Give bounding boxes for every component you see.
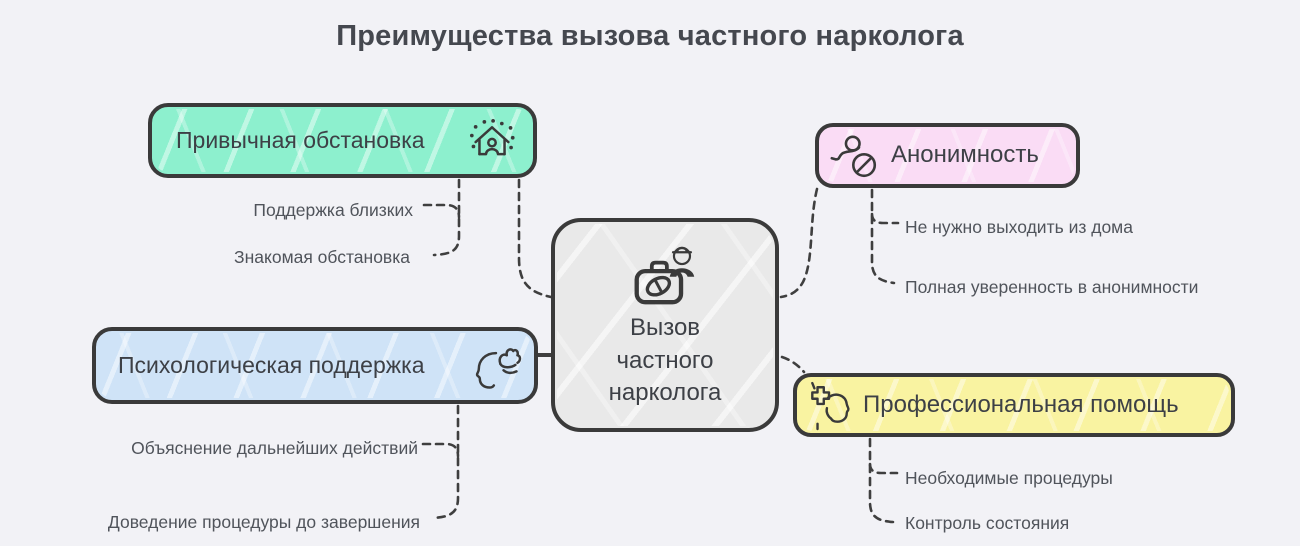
connector-anonymity-leaf-spine bbox=[870, 188, 896, 285]
connector-psych-leaf1 bbox=[421, 442, 460, 458]
connector-professional-to-center bbox=[780, 355, 806, 374]
leaf-professional-1: Необходимые процедуры bbox=[905, 468, 1113, 488]
branch-anonymity-label: Анонимность bbox=[891, 141, 1039, 169]
branch-professional-help: Профессиональная помощь bbox=[793, 365, 1246, 443]
medical-help-icon bbox=[805, 377, 853, 433]
home-icon bbox=[465, 117, 519, 165]
central-node: Вызов частного нарколога bbox=[551, 218, 779, 432]
doctor-bag-icon bbox=[627, 240, 703, 306]
branch-anonymity: Анонимность bbox=[808, 119, 1080, 196]
leaf-anonymity-1: Не нужно выходить из дома bbox=[905, 217, 1133, 237]
leaf-anonymity-2: Полная уверенность в анонимности bbox=[905, 277, 1199, 297]
connector-professional-leaf-spine bbox=[868, 437, 895, 524]
branch-habitual-environment: Привычная обстановка bbox=[148, 96, 546, 183]
mind-support-icon bbox=[468, 340, 524, 392]
connector-habitual-leaf-spine bbox=[432, 178, 461, 257]
leaf-professional-2: Контроль состояния bbox=[905, 513, 1070, 533]
anonymous-user-icon bbox=[829, 132, 881, 180]
connector-psych-leaf-spine bbox=[431, 404, 460, 520]
connector-habitual-to-center bbox=[517, 178, 553, 299]
leaf-psych-2: Доведение процедуры до завершения bbox=[107, 512, 420, 532]
connector-professional-leaf1 bbox=[868, 462, 899, 475]
leaf-habitual-2: Знакомая обстановка bbox=[234, 247, 410, 267]
connector-anonymity-to-center bbox=[779, 187, 819, 299]
central-node-label: Вызов частного нарколога bbox=[608, 314, 722, 407]
leaf-habitual-1: Поддержка близких bbox=[253, 200, 413, 220]
connector-habitual-leaf1 bbox=[422, 203, 461, 219]
leaf-psych-1: Объяснение дальнейших действий bbox=[131, 438, 418, 458]
page-title: Преимущества вызова частного нарколога bbox=[336, 20, 964, 52]
branch-psychological-support: Психологическая поддержка bbox=[92, 319, 543, 408]
branch-habitual-label: Привычная обстановка bbox=[176, 126, 425, 153]
branch-psych-label: Психологическая поддержка bbox=[118, 351, 425, 378]
connector-anonymity-leaf1 bbox=[870, 212, 900, 225]
branch-professional-label: Профессиональная помощь bbox=[863, 390, 1179, 418]
